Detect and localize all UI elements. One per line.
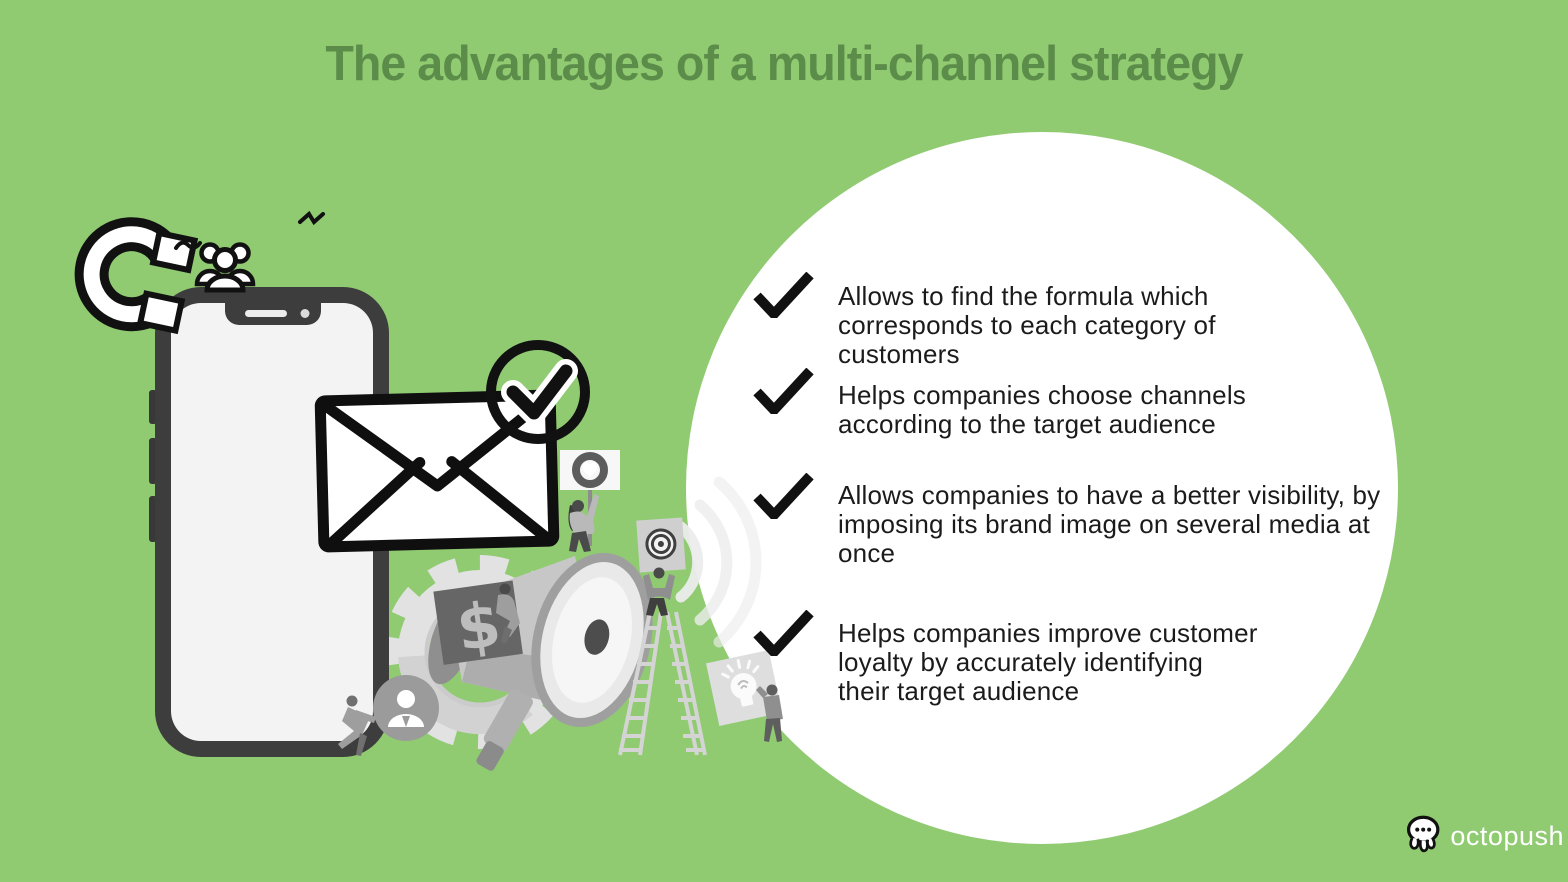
- person-at-lightbulb-figure: [756, 684, 783, 742]
- magnet-icon: [74, 217, 199, 335]
- phone-speaker: [245, 310, 287, 317]
- octopus-icon: [1406, 815, 1440, 853]
- megaphone-handle: [476, 689, 533, 771]
- audience-group-icon: [194, 242, 256, 293]
- dollar-symbol: $: [452, 587, 505, 665]
- lightbulb-card-icon: [706, 650, 782, 726]
- check-circle-icon: [486, 340, 590, 444]
- target-card-icon: [636, 517, 686, 573]
- octopush-logo: octopush: [1404, 810, 1564, 862]
- checkmark-icon: [753, 368, 814, 414]
- checkmark-icon: [753, 272, 814, 318]
- bullet-item-2: Helps companies choose channels accordin…: [838, 380, 1246, 439]
- checkmark-icon: [753, 473, 814, 519]
- woman-figure: [568, 494, 599, 552]
- bullet-item-1: Allows to find the formula which corresp…: [838, 281, 1216, 369]
- signal-waves-icon: [675, 476, 762, 648]
- logo-wordmark: octopush: [1450, 820, 1564, 851]
- phone-camera: [300, 309, 310, 318]
- attraction-zigzag-icon: [298, 210, 325, 226]
- climbing-person-figure: [496, 583, 520, 644]
- checkmark-icon: [753, 610, 814, 656]
- pushing-person-figure: [338, 695, 376, 756]
- attraction-squiggle-icon: [174, 240, 202, 250]
- page-title: The advantages of a multi-channel strate…: [325, 37, 1243, 91]
- ladder-icon: [618, 611, 707, 756]
- bullet-item-3: Allows companies to have a better visibi…: [838, 480, 1381, 568]
- person-holding-target-figure: [643, 567, 675, 616]
- envelope-icon: [314, 389, 560, 553]
- user-badge-icon: [373, 675, 439, 741]
- bullet-item-4: Helps companies improve customer loyalty…: [838, 618, 1258, 706]
